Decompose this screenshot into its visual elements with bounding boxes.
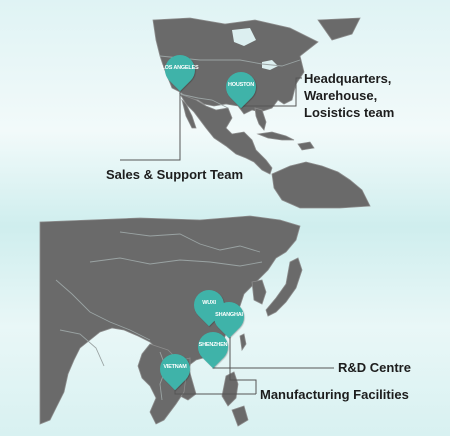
rd-callout: R&D Centre [338, 360, 411, 375]
pin-label: HOUSTON [227, 82, 254, 88]
baja-california [181, 98, 197, 129]
hq-line-headquarters: Headquarters, [304, 71, 392, 86]
north-america-map [152, 17, 371, 209]
hq-line-warehouse: Warehouse, [304, 88, 378, 103]
north-america-landmass [152, 17, 319, 115]
pin-shanghai[interactable]: SHANGHAI [207, 295, 251, 339]
hudson-bay [232, 28, 256, 46]
south-america [271, 161, 371, 209]
us-mexico-border [179, 93, 229, 109]
sales-callout: Sales & Support Team [106, 167, 244, 182]
pin-label: SHANGHAI [215, 312, 243, 318]
la-sales-leader [120, 92, 181, 161]
korea [251, 279, 267, 305]
india-border [59, 329, 105, 367]
pin-label: WUXI [202, 300, 216, 306]
pin-label: VIETNAM [163, 364, 187, 370]
shenzhen-rd-leader [212, 350, 334, 369]
china-west-border [55, 279, 151, 341]
taiwan [239, 333, 247, 352]
china-russia-border [119, 231, 261, 253]
manufacturing-callout: Manufacturing Facilities [260, 387, 409, 402]
japan [265, 257, 303, 317]
greenland [317, 17, 361, 41]
pin-vietnam[interactable]: VIETNAM [153, 347, 197, 391]
philippines-south [231, 405, 249, 427]
us-canada-border [159, 55, 301, 67]
hq-callout: Headquarters, Warehouse, Losistics team [304, 70, 394, 121]
hq-line-logistics: Losistics team [304, 105, 395, 120]
china-mongolia-border [89, 257, 263, 267]
pin-label: LOS ANGELES [161, 65, 199, 71]
pin-los-angeles[interactable]: LOS ANGELES [158, 48, 202, 92]
hispaniola [297, 141, 315, 151]
pin-wuxi[interactable]: WUXI [187, 283, 231, 327]
pin-label: SHENZHEN [198, 342, 228, 348]
shanghai-manufacturing-leader [229, 334, 257, 394]
pin-houston[interactable]: HOUSTON [219, 65, 263, 109]
asia-landmass [39, 215, 301, 425]
florida [254, 107, 267, 131]
pin-shenzhen[interactable]: SHENZHEN [191, 325, 235, 369]
cuba [256, 131, 295, 141]
